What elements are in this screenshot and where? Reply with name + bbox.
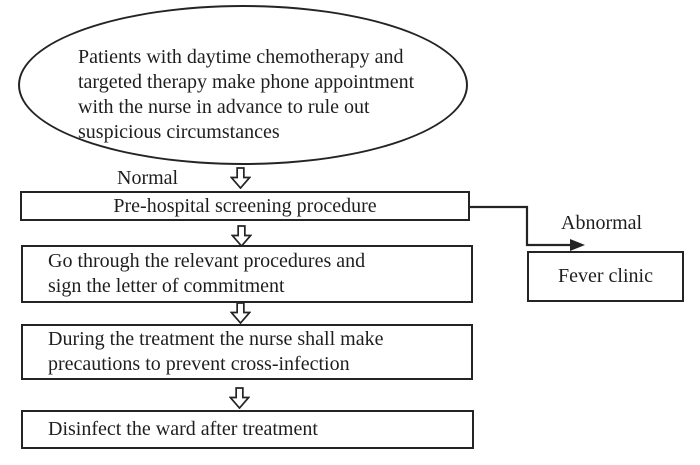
- step-box-precautions: During the treatment the nurse shall mak…: [21, 324, 473, 380]
- start-ellipse-text: Patients with daytime chemotherapy and t…: [78, 46, 415, 143]
- fever-clinic-box-text: Fever clinic: [558, 265, 653, 287]
- branch-label-abnormal: Abnormal: [561, 212, 643, 234]
- down-arrow-icon: [231, 225, 252, 247]
- step-box-procedures-text: Go through the relevant procedures and s…: [48, 250, 366, 297]
- abnormal-connector-arrow: [469, 205, 585, 251]
- fever-clinic-box: Fever clinic: [527, 251, 684, 302]
- step-box-procedures: Go through the relevant procedures and s…: [21, 245, 473, 303]
- step-box-precautions-text: During the treatment the nurse shall mak…: [48, 328, 384, 375]
- down-arrow-icon: [229, 387, 250, 409]
- step-box-disinfect-text: Disinfect the ward after treatment: [48, 418, 318, 440]
- step-box-screening-text: Pre-hospital screening procedure: [113, 194, 377, 217]
- step-box-disinfect: Disinfect the ward after treatment: [21, 410, 474, 449]
- down-arrow-icon: [230, 302, 251, 324]
- down-arrow-icon: [230, 167, 251, 189]
- start-ellipse: [18, 5, 468, 165]
- branch-label-normal: Normal: [117, 167, 179, 189]
- step-box-screening: Pre-hospital screening procedure: [20, 191, 470, 221]
